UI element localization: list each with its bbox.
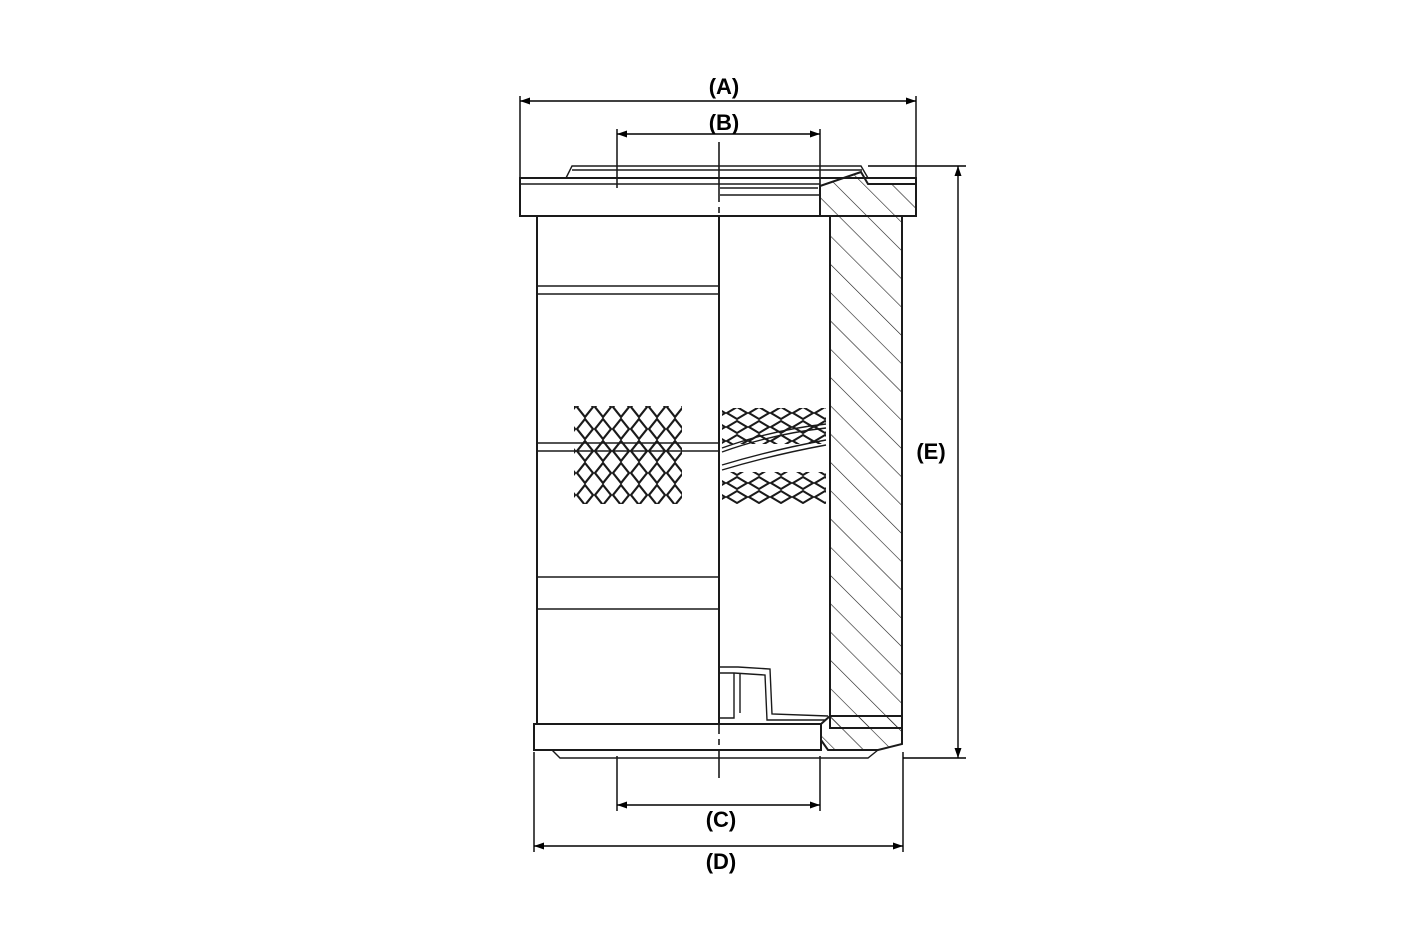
top-end-cap bbox=[519, 165, 917, 217]
bottom-end-cap bbox=[533, 715, 903, 759]
filter-body-section bbox=[721, 408, 827, 504]
dimension-b-label: (B) bbox=[709, 110, 740, 135]
dimension-e-label: (E) bbox=[916, 439, 945, 464]
filter-body-exterior bbox=[536, 216, 720, 724]
top-cap-section-hatch bbox=[819, 170, 917, 217]
outer-mesh-window bbox=[574, 406, 682, 504]
bottom-inner-support bbox=[719, 666, 829, 721]
inner-mesh-lower bbox=[722, 472, 826, 504]
dimension-c-label: (C) bbox=[706, 807, 737, 832]
dimension-e: (E) bbox=[868, 165, 966, 759]
dimension-a: (A) bbox=[519, 74, 917, 178]
dimension-a-label: (A) bbox=[709, 74, 740, 99]
dimension-b: (B) bbox=[616, 110, 821, 188]
dimension-c: (C) bbox=[616, 756, 821, 832]
dimension-d-label: (D) bbox=[706, 849, 737, 874]
dimension-d: (D) bbox=[533, 752, 904, 874]
filter-media-section bbox=[829, 215, 903, 729]
bottom-cap-section-hatch bbox=[820, 715, 903, 751]
